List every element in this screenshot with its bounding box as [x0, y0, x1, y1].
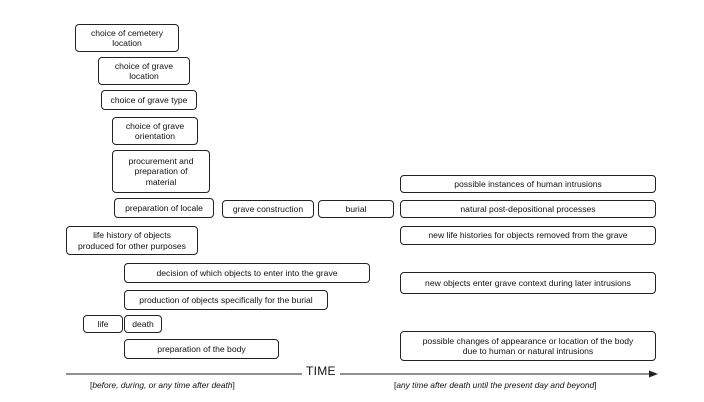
box-production-objects: production of objects specifically for t…	[124, 290, 328, 310]
box-post-depositional: natural post-depositional processes	[400, 200, 656, 218]
box-preparation-locale: preparation of locale	[114, 198, 214, 218]
time-axis-label: TIME	[302, 364, 340, 378]
box-cemetery-location: choice of cemetery location	[75, 24, 179, 52]
box-new-objects: new objects enter grave context during l…	[400, 272, 656, 294]
box-decision-objects: decision of which objects to enter into …	[124, 263, 370, 283]
box-grave-type: choice of grave type	[101, 90, 197, 110]
left-time-note-text: before, during, or any time after death	[92, 380, 233, 390]
box-procurement: procurement and preparation of material	[112, 150, 210, 193]
time-axis-arrow	[66, 370, 658, 378]
box-death: death	[124, 315, 162, 333]
box-preparation-body: preparation of the body	[124, 339, 279, 359]
right-time-note: [any time after death until the present …	[394, 380, 597, 390]
box-grave-location: choice of grave location	[98, 57, 190, 85]
box-burial: burial	[318, 200, 394, 218]
right-time-note-text: any time after death until the present d…	[396, 380, 595, 390]
box-grave-orientation: choice of grave orientation	[112, 117, 198, 145]
box-life: life	[83, 315, 123, 333]
box-changes-body: possible changes of appearance or locati…	[400, 331, 656, 361]
left-time-note: [before, during, or any time after death…	[90, 380, 235, 390]
box-life-history: life history of objects produced for oth…	[66, 226, 198, 255]
box-new-life-histories: new life histories for objects removed f…	[400, 226, 656, 245]
box-grave-construction: grave construction	[222, 200, 314, 218]
box-human-intrusions: possible instances of human intrusions	[400, 175, 656, 193]
